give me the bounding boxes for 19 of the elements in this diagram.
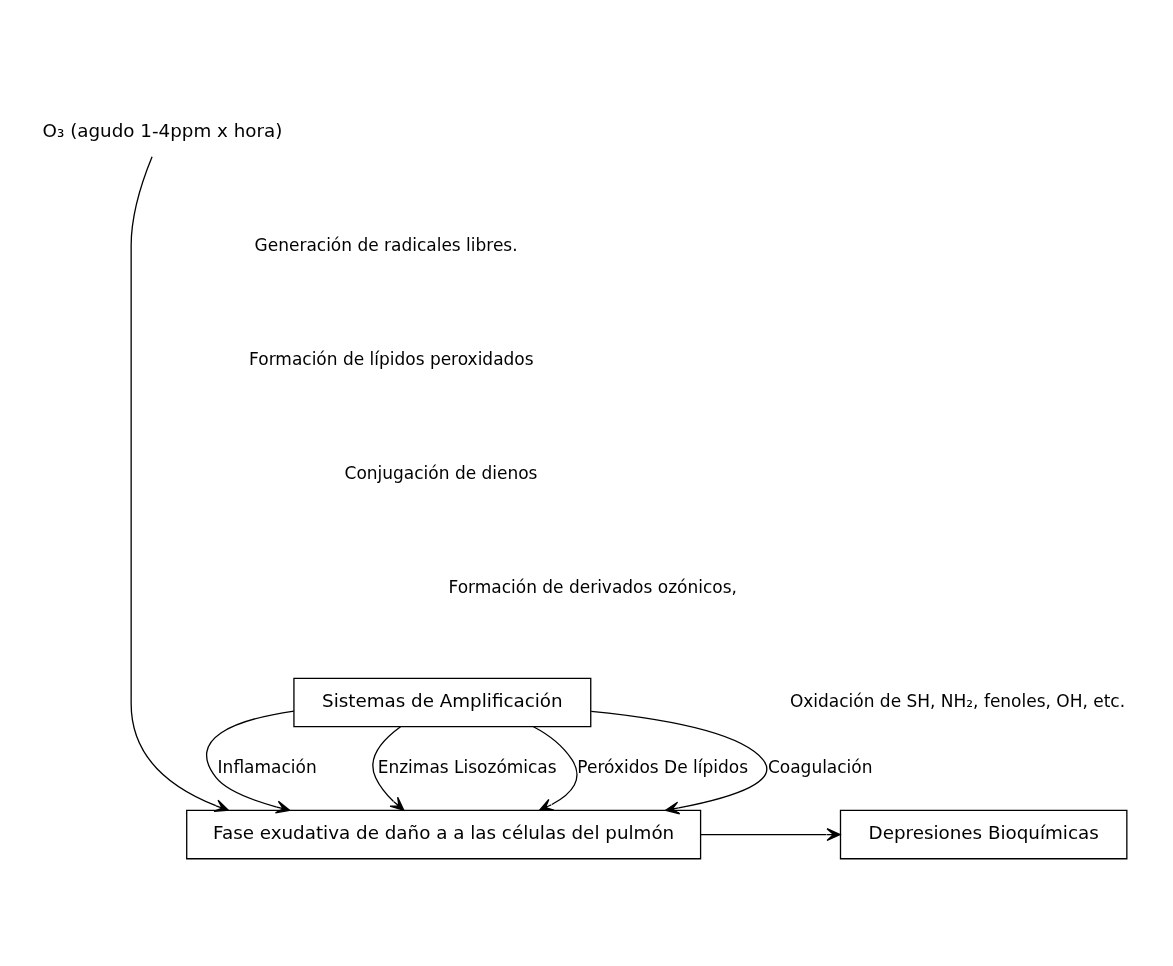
node-box: Depresiones Bioquímicas [839,809,1128,859]
arrow [206,709,295,813]
node-box: Fase exudativa de daño a a las células del pulmón [186,809,702,859]
edge-label: Peróxidos De lípidos [577,756,748,777]
edge-label: Coagulación [767,756,873,777]
label: Formación de lípidos peroxidados [249,348,534,369]
arrow [130,155,229,812]
label: Conjugación de dienos [344,462,538,483]
arrow [532,725,578,811]
arrow [372,725,405,811]
arrow [590,710,768,814]
label: Formación de derivados ozónicos, [448,576,737,597]
node-box: Sistemas de Amplificación [293,677,592,727]
node-text: O₃ (agudo 1-4ppm x hora) [42,119,283,141]
label: Oxidación de SH, NH₂, fenoles, OH, etc. [789,690,1126,711]
arrow [700,827,841,841]
label: Generación de radicales libres. [254,234,518,255]
edge-label: Inflamación [217,756,317,777]
edge-label: Enzimas Lisozómicas [377,756,557,777]
